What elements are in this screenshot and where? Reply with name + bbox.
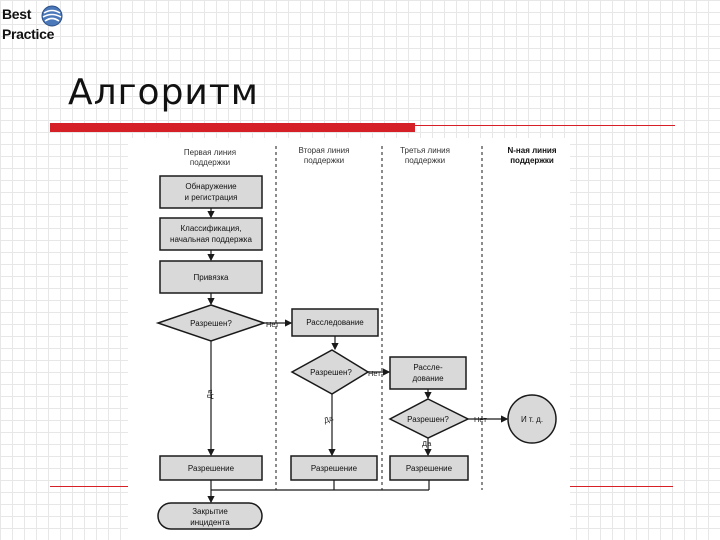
box-investigate2: Расследование: [291, 308, 379, 337]
label-no-2: Нет: [368, 369, 381, 378]
box-detect-line2: и регистрация: [185, 193, 238, 202]
footer-rule-right: [570, 486, 673, 487]
box-resolve-1: Разрешение: [159, 455, 263, 481]
decision-2: Разрешен?: [290, 349, 370, 395]
terminal-closure-line2: инцидента: [190, 518, 230, 527]
box-resolve-2-label: Разрешение: [311, 464, 358, 473]
decision-3-label: Разрешен?: [407, 415, 449, 424]
box-investigate3: Рассле- дование: [389, 356, 467, 390]
title-underline-bar: [50, 123, 415, 132]
logo-text-line1: Best: [2, 6, 32, 22]
label-yes-3: Да: [422, 439, 432, 448]
box-resolve-3: Разрешение: [389, 455, 469, 481]
lane-header-2-line1: Вторая линия: [299, 146, 350, 155]
logo-text-line2: Practice: [2, 26, 55, 42]
box-detect-line1: Обнаружение: [185, 182, 237, 191]
decision-3: Разрешен?: [388, 398, 470, 439]
decision-1-label: Разрешен?: [190, 319, 232, 328]
logo: Best Practice: [2, 4, 72, 44]
lane-header-1-line2: поддержки: [190, 158, 230, 167]
label-yes-2: Да: [323, 413, 336, 425]
box-classify-line1: Классификация,: [180, 224, 241, 233]
box-investigate2-label: Расследование: [306, 318, 364, 327]
label-yes-1: Да: [205, 389, 214, 399]
terminal-closure-line1: Закрытие: [192, 507, 228, 516]
title-underline-line: [415, 125, 675, 126]
terminal-closure: Закрытие инцидента: [157, 502, 263, 530]
box-investigate3-line2: дование: [412, 374, 444, 383]
box-resolve-2: Разрешение: [290, 455, 378, 481]
lane-header-4-line1: N-ная линия: [507, 146, 556, 155]
label-no-1: Нет: [266, 320, 279, 329]
lane-header-4-line2: поддержки: [510, 156, 554, 165]
footer-rule-left: [50, 486, 128, 487]
lane-header-1-line1: Первая линия: [184, 148, 236, 157]
box-resolve-3-label: Разрешение: [406, 464, 453, 473]
circle-etc-label: И т. д.: [521, 415, 543, 424]
box-detect: Обнаружение и регистрация: [159, 175, 263, 209]
slide-title: Алгоритм: [68, 72, 259, 113]
lane-header-2-line2: поддержки: [304, 156, 344, 165]
box-bind: Привязка: [159, 260, 263, 294]
flowchart: Первая линия поддержки Вторая линия подд…: [128, 138, 570, 540]
lane-header-3-line1: Третья линия: [400, 146, 450, 155]
decision-2-label: Разрешен?: [310, 368, 352, 377]
decision-1: Разрешен?: [155, 304, 267, 342]
box-bind-label: Привязка: [194, 273, 230, 282]
circle-etc: И т. д.: [507, 394, 557, 444]
box-classify: Классификация, начальная поддержка: [159, 217, 263, 251]
globe-icon: [41, 5, 63, 27]
lane-header-3-line2: поддержки: [405, 156, 445, 165]
box-classify-line2: начальная поддержка: [170, 235, 252, 244]
box-resolve-1-label: Разрешение: [188, 464, 235, 473]
box-investigate3-line1: Рассле-: [413, 363, 443, 372]
